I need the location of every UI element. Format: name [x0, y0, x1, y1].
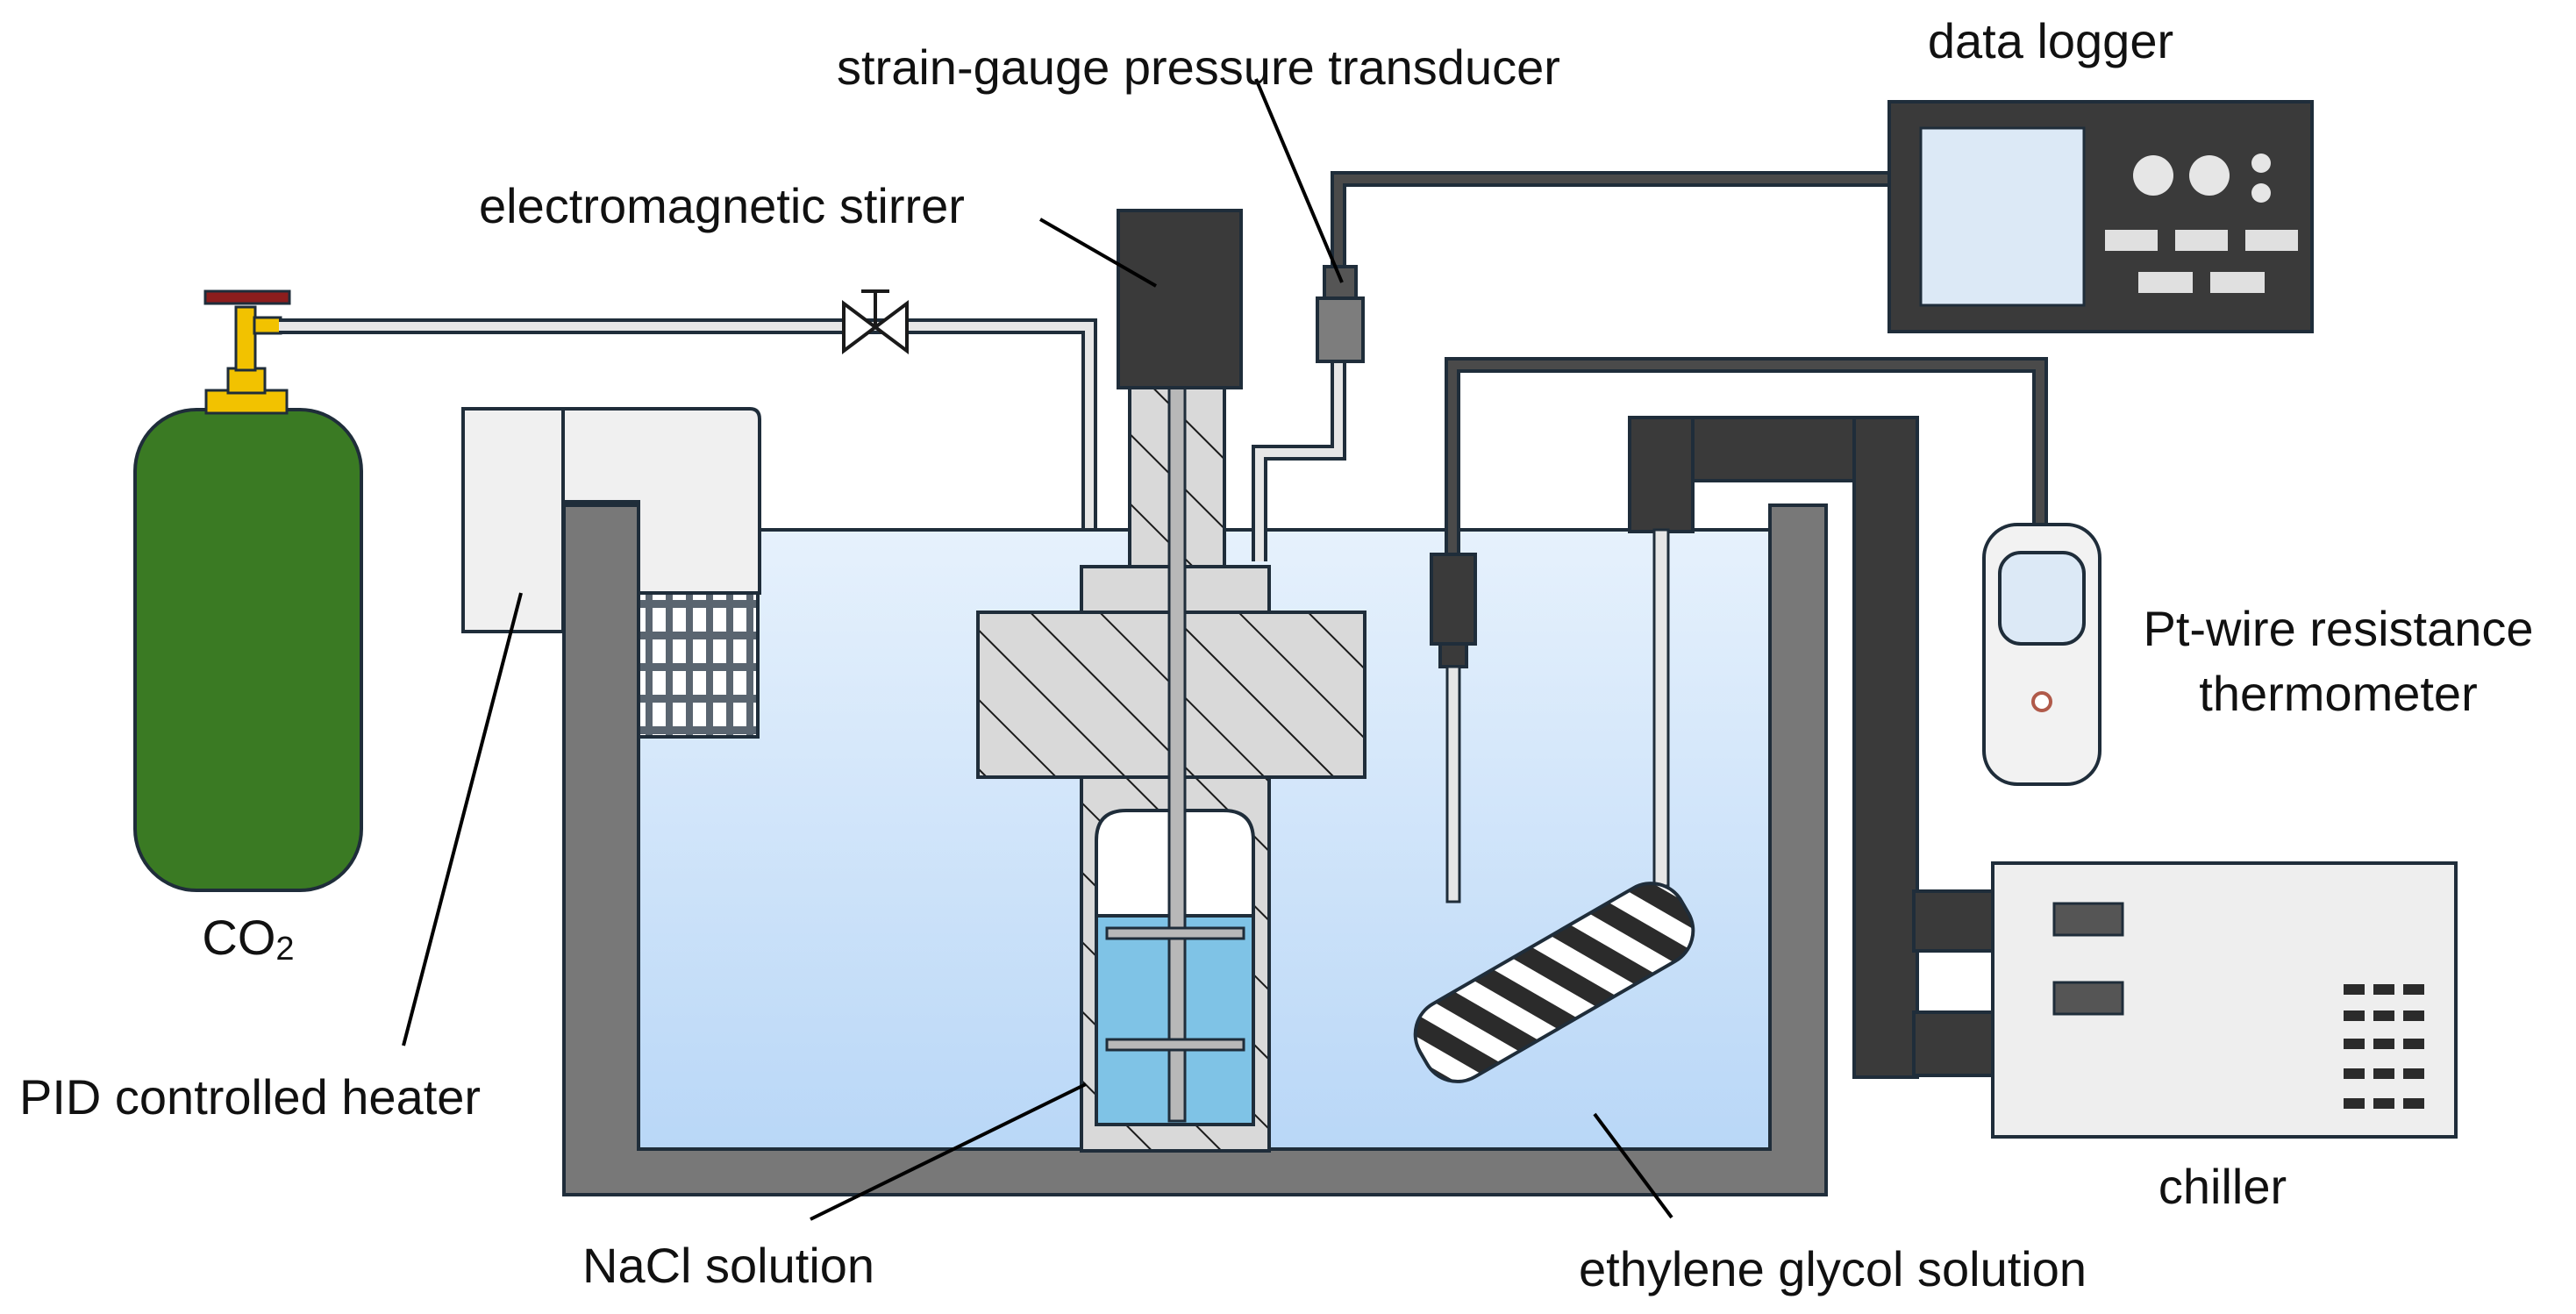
logger-label: data logger: [1928, 13, 2173, 68]
thermometer-label-line2: thermometer: [2199, 666, 2477, 721]
heater-leader-line: [402, 592, 523, 1046]
stirrer-shaft: [1105, 384, 1245, 1123]
co2-cylinder: [133, 305, 363, 892]
transducer-label: strain-gauge pressure transducer: [837, 39, 1560, 95]
stirrer-label: electromagnetic stirrer: [479, 178, 965, 233]
cooling-coil: [1413, 882, 1695, 1083]
glycol-leader-line: [1593, 1112, 1673, 1219]
logger-cable: [1331, 171, 1889, 274]
needle-valve-icon: [842, 289, 909, 354]
cylinder-valve-handle: [203, 289, 291, 305]
chiller-label: chiller: [2159, 1159, 2287, 1214]
nacl-label: NaCl solution: [582, 1238, 874, 1293]
thermometer-probe: [1430, 553, 1477, 903]
pt-wire-thermometer: [1982, 523, 2101, 786]
glycol-label: ethylene glycol solution: [1579, 1241, 2087, 1296]
pid-heater: [461, 407, 761, 739]
co2-label: CO2: [202, 910, 294, 968]
thermometer-cable: [1445, 357, 2048, 556]
chiller-unit: [1991, 861, 2458, 1139]
heater-label: PID controlled heater: [19, 1069, 481, 1125]
pressure-transducer: [1316, 265, 1365, 363]
gas-line: [279, 318, 1097, 553]
electromagnetic-stirrer-motor: [1117, 209, 1243, 389]
data-logger: [1887, 100, 2314, 333]
thermometer-label-line1: Pt-wire resistance: [2143, 601, 2533, 656]
nacl-leader-line: [810, 1082, 1087, 1221]
stirrer-leader-line: [1039, 218, 1157, 288]
pressure-line: [1252, 360, 1346, 561]
chiller-coolant-lines: [1628, 416, 1994, 1079]
transducer-leader-line: [1254, 78, 1344, 283]
